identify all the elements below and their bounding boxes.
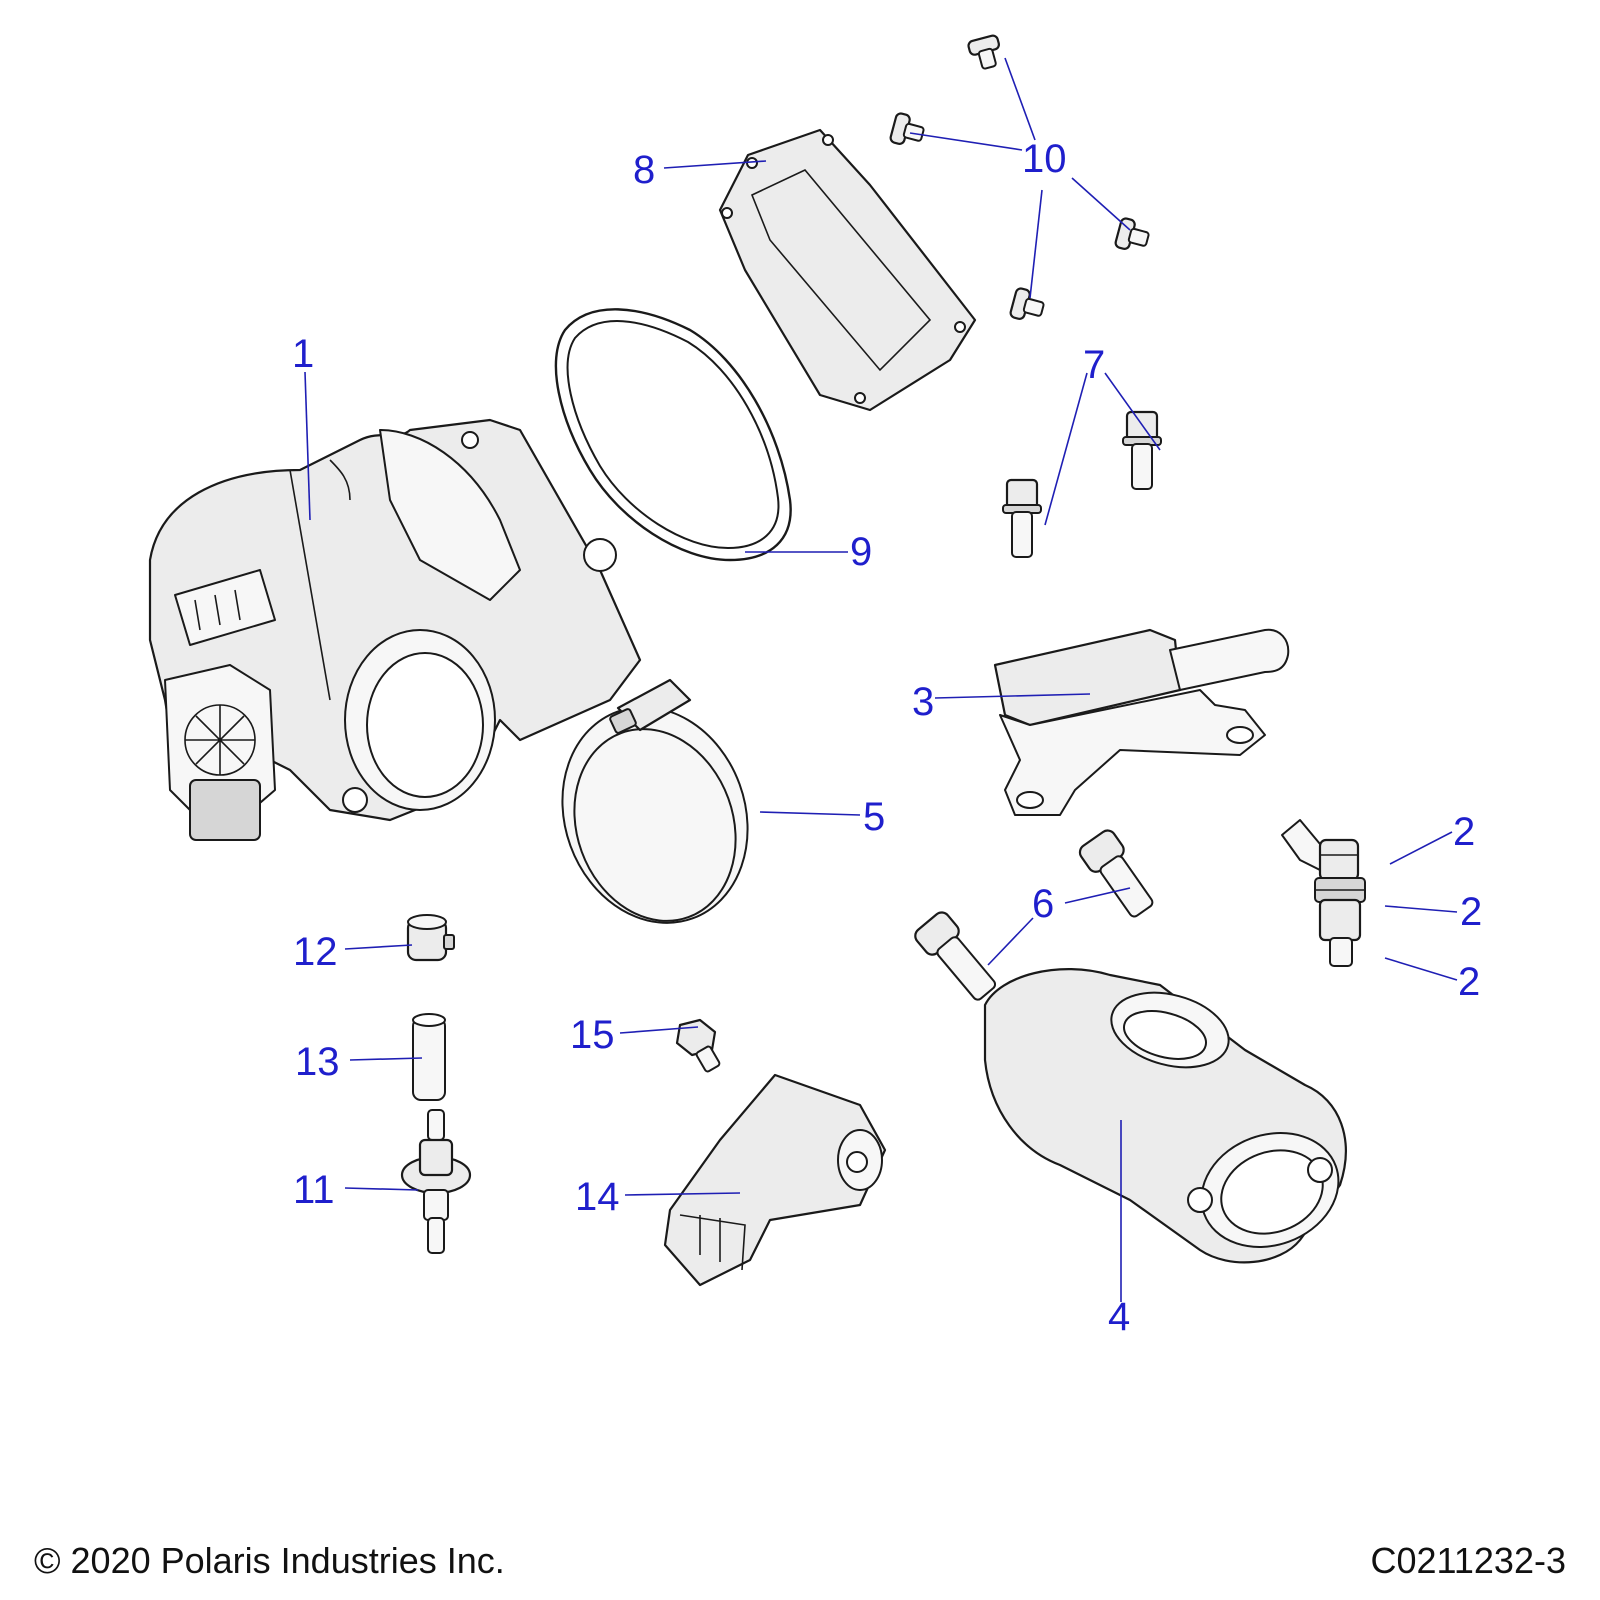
screws-10: [889, 34, 1150, 320]
leader-8: [663, 160, 767, 169]
intake-manifold: [983, 968, 1347, 1264]
leader-10b: [909, 132, 1023, 151]
callout-4: 4: [1108, 1295, 1130, 1339]
callout-7: 7: [1083, 343, 1105, 387]
callout-2b: 2: [1460, 890, 1482, 934]
leader-10a: [1004, 57, 1036, 141]
leader-15: [619, 1026, 699, 1034]
leader-5: [759, 811, 861, 816]
callout-15: 15: [570, 1013, 615, 1057]
callout-numbers: 1 2 2 2 3 4 5 6 7 8 9 10 11 12 13 14 15: [292, 137, 1482, 1339]
cap-screws-6: [914, 829, 1154, 1001]
callout-12: 12: [293, 930, 338, 974]
bolt-15: [675, 1018, 721, 1073]
leader-6b: [987, 917, 1034, 966]
hose: [412, 1013, 446, 1101]
check-valve: [400, 1109, 472, 1254]
leader-1: [304, 371, 311, 521]
leader-2c: [1384, 957, 1458, 981]
callout-2c: 2: [1458, 960, 1480, 1004]
callout-10: 10: [1022, 137, 1067, 181]
leader-2b: [1384, 905, 1458, 913]
leader-7a: [1044, 372, 1088, 526]
leader-2a: [1389, 831, 1453, 865]
gasket-ring: [554, 308, 792, 562]
leader-7b: [1104, 372, 1161, 451]
throttle-body: [148, 418, 642, 841]
callout-3: 3: [912, 680, 934, 724]
callout-14: 14: [575, 1175, 620, 1219]
leader-14: [624, 1192, 741, 1196]
fuel-injector: [1281, 819, 1366, 967]
fuel-rail: [993, 628, 1290, 816]
callout-13: 13: [295, 1040, 340, 1084]
leader-lines: [304, 57, 1458, 1302]
callout-6: 6: [1032, 882, 1054, 926]
map-sensor: [663, 1073, 887, 1287]
leader-10c: [1071, 177, 1131, 231]
flange-bolts-7: [1002, 410, 1162, 558]
leader-12: [344, 944, 413, 950]
hose-clamp: [561, 678, 749, 924]
leader-13: [349, 1057, 423, 1061]
callout-2a: 2: [1453, 810, 1475, 854]
leader-3: [934, 693, 1091, 699]
callout-5: 5: [863, 795, 885, 839]
callout-8: 8: [633, 148, 655, 192]
leader-10d: [1029, 189, 1043, 299]
drawing-code: C0211232-3: [1370, 1540, 1567, 1581]
callout-9: 9: [850, 530, 872, 574]
leader-11: [344, 1187, 419, 1191]
cover-plate: [718, 128, 977, 412]
small-clamp: [406, 914, 455, 962]
callout-1: 1: [292, 332, 314, 376]
callout-11: 11: [293, 1168, 335, 1212]
copyright-notice: © 2020 Polaris Industries Inc.: [34, 1540, 505, 1581]
leader-6a: [1064, 887, 1131, 904]
